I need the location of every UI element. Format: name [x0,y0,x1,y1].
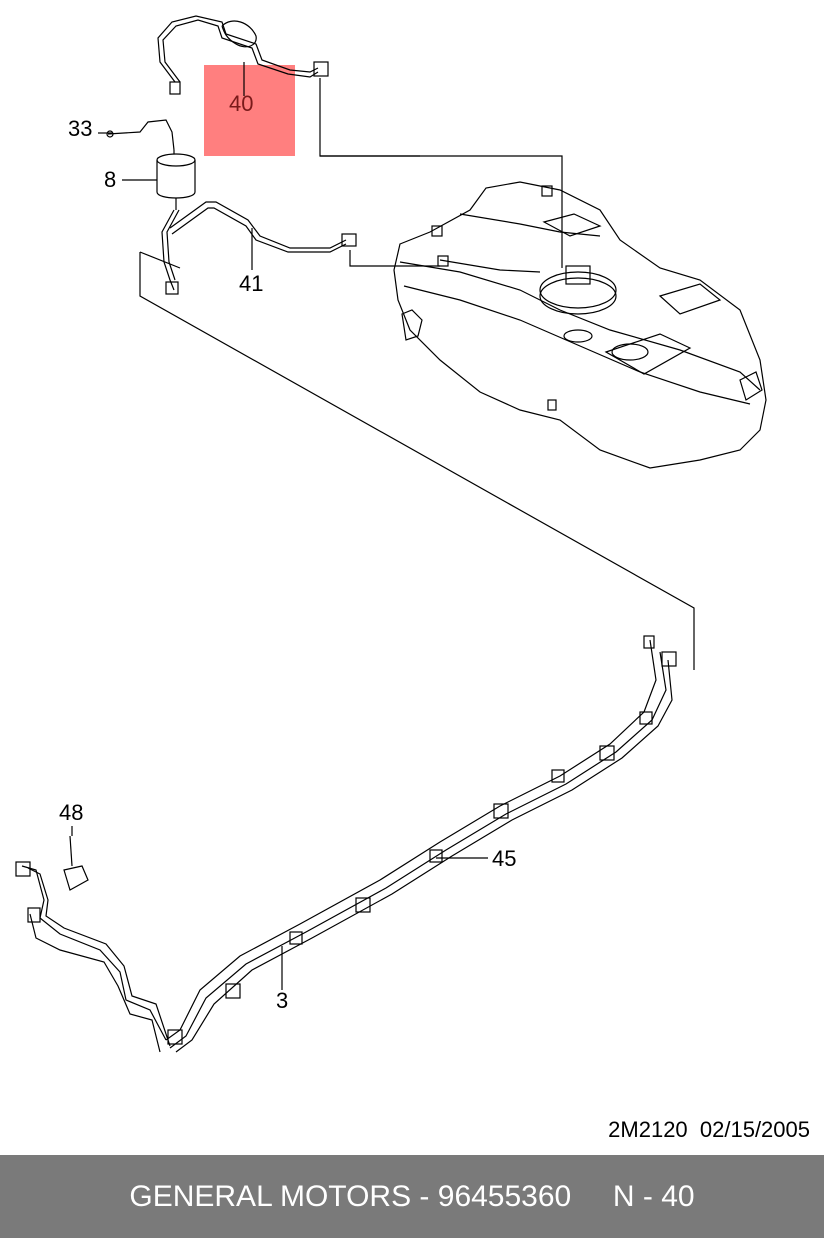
pipe-40-icon [157,15,563,268]
callout-41: 41 [239,271,263,296]
clip-icon [493,803,509,819]
pipe-3-icon [15,635,677,1053]
callout-33: 33 [68,116,92,141]
callout-40: 40 [229,91,253,116]
fuel-filter-icon [156,150,196,210]
leader-dashed [139,252,695,670]
fuel-system-diagram: 40 33 8 41 48 45 3 [15,15,767,1053]
fuel-tank-icon [393,181,767,469]
callout-48: 48 [59,800,83,825]
footer-bar: GENERAL MOTORS - 96455360 N - 40 [0,1155,824,1238]
footer-text: GENERAL MOTORS - 96455360 N - 40 [129,1179,695,1213]
drawing-code: 2M2120 02/15/2005 [608,1117,810,1142]
highlight-box-40 [204,65,295,156]
leader-lines [71,62,488,990]
bracket-icon [63,835,89,891]
callout-8: 8 [104,167,116,192]
pipe-41-icon [161,201,440,295]
leader-dashed-2 [139,251,181,269]
callout-45: 45 [492,846,516,871]
callout-3: 3 [276,988,288,1013]
pipe-33-icon [106,81,181,151]
